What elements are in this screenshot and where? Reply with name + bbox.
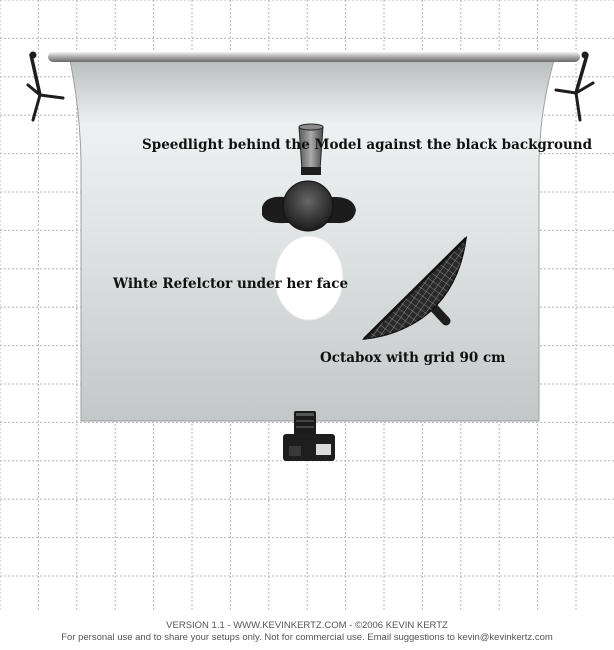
speedlight-icon xyxy=(298,123,324,175)
camera-icon xyxy=(283,411,335,461)
light-stand-icon xyxy=(554,51,595,122)
footer-version: VERSION 1.1 - WWW.KEVINKERTZ.COM - ©2006… xyxy=(166,620,448,631)
reflector-icon xyxy=(274,235,344,321)
octabox-softbox-icon xyxy=(361,235,468,340)
light-stand-icon xyxy=(26,51,65,122)
reflector-label: Wihte Refelctor under her face xyxy=(113,276,349,292)
footer-notice: For personal use and to share your setup… xyxy=(61,632,553,643)
backdrop-bar xyxy=(48,52,580,62)
octabox-label: Octabox with grid 90 cm xyxy=(320,350,506,366)
model-topview-icon xyxy=(262,180,356,232)
speedlight-label: Speedlight behind the Model against the … xyxy=(142,137,593,153)
